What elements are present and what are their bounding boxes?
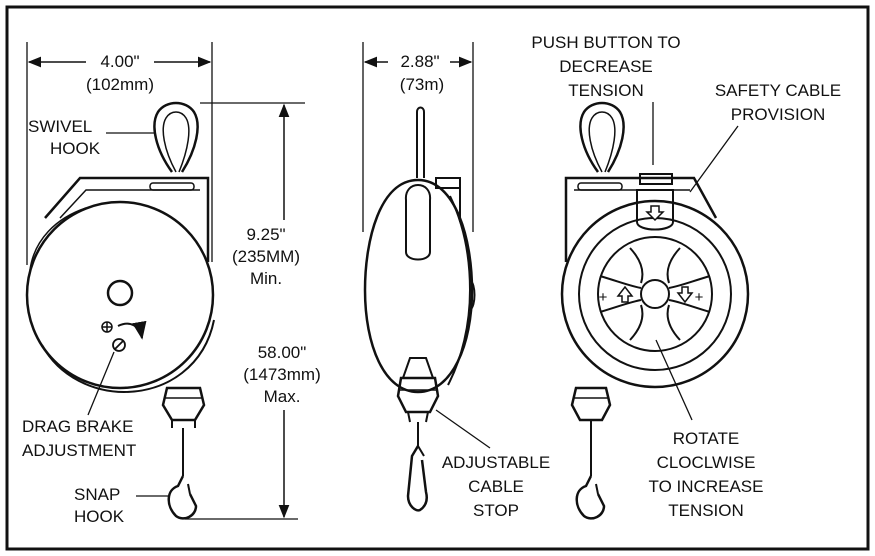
width-side-mm: (73m) xyxy=(400,75,444,94)
housing-back xyxy=(560,199,750,389)
drag-brake-label-1: DRAG BRAKE xyxy=(22,417,133,436)
down-arrow-icon xyxy=(645,205,665,222)
front-view xyxy=(25,101,215,520)
plus-icon: + xyxy=(695,289,704,306)
width-side-inch: 2.88" xyxy=(400,52,439,71)
hub xyxy=(106,279,134,307)
outer-frame xyxy=(5,5,870,551)
adjustable-stop-label-2: CABLE xyxy=(468,477,524,496)
min-height-mm: (235MM) xyxy=(232,247,300,266)
swivel-hook-label-1: SWIVEL xyxy=(28,117,92,136)
frame-bracket xyxy=(44,176,210,262)
rotate-label-2: CLOCLWISE xyxy=(657,453,756,472)
snap-hook-label-2: HOOK xyxy=(74,507,125,526)
rotate-label-3: TO INCREASE xyxy=(649,477,764,496)
housing-side xyxy=(363,178,474,394)
snap-hook-back xyxy=(575,475,606,520)
side-tongue xyxy=(404,184,432,261)
min-height-label: Min. xyxy=(250,269,282,288)
max-height-label: Max. xyxy=(264,387,301,406)
push-button-label-3: TENSION xyxy=(568,81,644,100)
cable-stop-back xyxy=(570,386,612,422)
swivel-hook xyxy=(153,101,199,173)
drag-brake-label-2: ADJUSTMENT xyxy=(22,441,136,460)
push-button-label-2: DECREASE xyxy=(559,57,653,76)
max-height-inch: 58.00" xyxy=(258,343,307,362)
dim-bg xyxy=(388,52,450,70)
push-button xyxy=(636,189,674,231)
swivel-hook-label-2: HOOK xyxy=(50,139,101,158)
leader-line xyxy=(87,351,115,416)
plus-icon: + xyxy=(599,289,608,306)
min-height-inch: 9.25" xyxy=(246,225,285,244)
snap-hook-label-1: SNAP xyxy=(74,485,120,504)
dim-bg xyxy=(86,52,154,70)
leader-line xyxy=(689,125,739,193)
adjustable-stop-label-1: ADJUSTABLE xyxy=(442,453,550,472)
cable-stop-side xyxy=(396,376,440,414)
cable-stop-front xyxy=(161,386,206,422)
safety-cable-label-1: SAFETY CABLE xyxy=(715,81,841,100)
up-arrow-icon xyxy=(616,285,634,303)
tension-knob xyxy=(597,236,713,352)
housing-front xyxy=(25,200,215,390)
safety-cable-label-2: PROVISION xyxy=(731,105,825,124)
rotate-label-1: ROTATE xyxy=(673,429,739,448)
push-button-label-1: PUSH BUTTON TO xyxy=(531,33,680,52)
width-front-inch: 4.00" xyxy=(100,52,139,71)
leader-line xyxy=(435,409,491,449)
leader-line xyxy=(655,339,693,421)
side-view xyxy=(363,106,476,512)
snap-hook-side xyxy=(406,445,428,512)
down-arrow-icon xyxy=(676,286,694,304)
screw-slot-icon xyxy=(112,338,126,352)
adjustable-stop-label-3: STOP xyxy=(473,501,519,520)
rotate-arrow-icon xyxy=(117,320,147,340)
adjust-symbol-icon xyxy=(101,321,113,333)
rotate-label-4: TENSION xyxy=(668,501,744,520)
width-front-mm: (102mm) xyxy=(86,75,154,94)
max-height-mm: (1473mm) xyxy=(243,365,320,384)
back-view xyxy=(560,101,750,520)
swivel-hook-back xyxy=(579,101,625,173)
snap-hook-front xyxy=(167,475,198,520)
